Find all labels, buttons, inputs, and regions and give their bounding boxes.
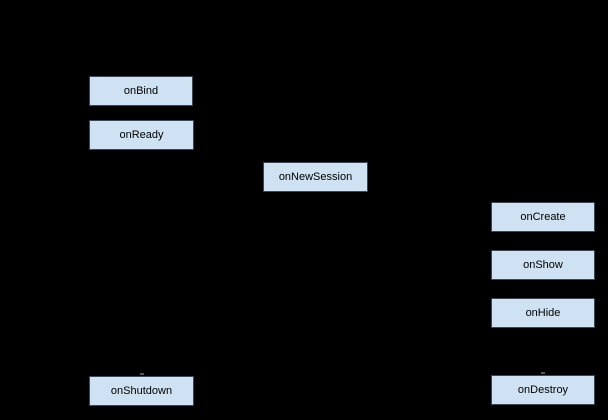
node-onnewsession: onNewSession [263,162,368,192]
node-onhide: onHide [491,298,595,328]
node-oncreate: onCreate [491,202,595,232]
node-onshow: onShow [491,250,595,280]
node-onready: onReady [89,120,194,150]
node-ondestroy: onDestroy [491,375,595,405]
arrowhead-artifact [140,373,144,375]
arrowhead-artifact [541,372,545,374]
node-onbind: onBind [89,76,193,106]
node-onshutdown: onShutdown [89,376,194,406]
